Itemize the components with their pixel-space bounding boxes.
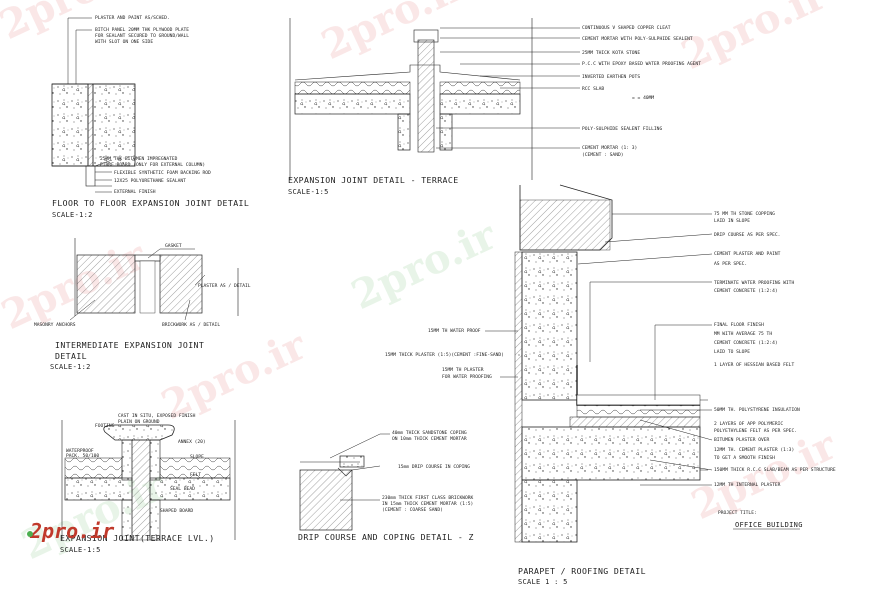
annotation: BITUMEN PLASTER OVER	[714, 437, 770, 443]
annotation: TO GET A SMOOTH FINISH	[714, 455, 775, 461]
annotation: RCC SLAB	[582, 86, 604, 92]
detail-scale: SCALE 1 : 5	[518, 578, 568, 586]
detail-title: INTERMEDIATE EXPANSION JOINT	[55, 340, 204, 350]
annotation: LAID IN SLOPE	[714, 218, 750, 224]
annotation: FOOTING	[95, 423, 115, 429]
annotation: 25MM THK BITUMEN IMPREGNATED	[100, 156, 178, 162]
terrace-lvl-joint-detail: CAST IN SITU, EXPOSED FINISH PLAIN ON GR…	[60, 413, 236, 554]
detail-title: EXPANSION JOINT(TERRACE LVL.)	[60, 533, 215, 543]
annotation: SLOPE	[190, 454, 204, 460]
watermark-text: 2pro.ir	[344, 211, 503, 319]
watermark-text: 2pro.ir	[154, 321, 313, 429]
annotation: 2 LAYERS OF APP POLYMERIC	[714, 421, 783, 427]
drip-course-detail: 40mm THICK SANDSTONE COPING ON 10mm THIC…	[298, 430, 474, 542]
site-logo: 2pro.ir	[27, 519, 114, 543]
annotation: PLASTER AS / DETAIL	[198, 283, 251, 289]
annotation: POLY-SULPHIDE SEALENT FILLING	[582, 126, 662, 132]
annotation: 40mm THICK SANDSTONE COPING	[392, 430, 467, 436]
annotation: 75 MM TH STONE COPPING	[714, 211, 775, 217]
annotation: FLEXIBLE SYNTHETIC FOAM BACKING ROD	[114, 170, 211, 176]
annotation: ANNEX (20)	[178, 439, 206, 445]
detail-scale: SCALE-1:5	[288, 188, 329, 196]
annotation: P.C.C WITH EPOXY BASED WATER PROOFING AG…	[582, 61, 701, 67]
parapet-detail: 75 MM TH STONE COPPING LAID IN SLOPE DRI…	[385, 184, 836, 586]
annotation: INVERTED EARTHEN POTS	[582, 74, 640, 80]
annotation: = = 40MM	[632, 95, 654, 101]
annotation: MASONRY ANCHORS	[34, 322, 76, 328]
annotation: FIBRE BOARD (ONLY FOR EXTERNAL COLUMN)	[100, 162, 205, 168]
annotation: 12MM TH. CEMENT PLASTER (1:3)	[714, 447, 794, 453]
annotation: PLASTER AND PAINT AS/SCHED.	[95, 15, 170, 21]
detail-scale: SCALE-1:2	[52, 211, 93, 219]
watermark-text: 2pro.ir	[674, 0, 833, 79]
annotation: 15MM TH PLASTER	[442, 367, 484, 373]
annotation: WATERPROOF	[66, 448, 94, 454]
annotation: CEMENT PLASTER AND PAINT	[714, 251, 781, 257]
annotation: FOR WATER PROOFING	[442, 374, 492, 380]
detail-title: PARAPET / ROOFING DETAIL	[518, 566, 646, 576]
annotation: IN 15mm THICK CEMENT MORTAR (1:5)	[382, 501, 473, 507]
floor-joint-detail: PLASTER AND PAINT AS/SCHED. BITCH PANEL …	[51, 15, 249, 219]
detail-title: DETAIL	[55, 351, 87, 361]
annotation: (CEMENT : COARSE SAND)	[382, 507, 443, 513]
annotation: FOR SEALANT SECURED TO GROUND/WALL	[95, 33, 189, 39]
annotation: 50MM TH. POLYSTYRENE INSULATION	[714, 407, 800, 413]
annotation: CEMENT MORTAR WITH POLY-SULPHIDE SEALENT	[582, 36, 693, 42]
annotation: BITCH PANEL 20MM THK PLYWOOD PLATE	[95, 27, 189, 33]
annotation: TERMINATE WATER PROOFING WITH	[714, 280, 794, 286]
watermark-text: 2pro.ir	[314, 0, 473, 69]
annotation: 25MM THICK KOTA STONE	[582, 50, 640, 56]
annotation: 150MM THICK R.C.C SLAB/BEAM AS PER STRUC…	[714, 467, 836, 473]
annotation: BRICKWORK AS / DETAIL	[162, 322, 220, 328]
detail-title: EXPANSION JOINT DETAIL - TERRACE	[288, 175, 459, 185]
annotation: FELT	[190, 472, 201, 478]
annotation: 15MM TH WATER PROOF	[428, 328, 481, 334]
annotation: AS PER SPEC.	[714, 261, 747, 267]
annotation: 15mm DRIP COURSE IN COPING	[398, 464, 470, 470]
annotation: FINAL FLOOR FINISH	[714, 322, 764, 328]
detail-scale: SCALE-1:2	[50, 363, 91, 371]
annotation: CONTINUOUS V SHAPED COPPER CLEAT	[582, 25, 671, 31]
intermediate-joint-detail: GASKET PLASTER AS / DETAIL MASONRY ANCHO…	[34, 238, 251, 371]
annotation: DRIP COURSE AS PER SPEC.	[714, 232, 780, 238]
annotation: POLYETHYLENE FELT AS PER SPEC.	[714, 428, 797, 434]
annotation: WITH SLOT ON ONE SIDE	[95, 39, 153, 45]
terrace-joint-detail: CONTINUOUS V SHAPED COPPER CLEAT CEMENT …	[288, 18, 701, 196]
annotation: (CEMENT : SAND)	[582, 152, 624, 158]
annotation: PACK. 50/100	[66, 453, 99, 459]
annotation: GASKET	[165, 243, 182, 249]
annotation: 1 LAYER OF HESSIAN BASED FELT	[714, 362, 794, 368]
detail-title: DRIP COURSE AND COPING DETAIL - Z	[298, 532, 474, 542]
detail-scale: SCALE-1:5	[60, 546, 101, 554]
logo-text: 2pro.ir	[29, 519, 114, 543]
annotation: 12MM TH INTERNAL PLASTER	[714, 482, 781, 488]
annotation: 15MM THICK PLASTER (1:5)(CEMENT :FINE-SA…	[385, 352, 504, 358]
annotation: MM WITH AVERAGE 75 TH	[714, 331, 772, 337]
annotation: CAST IN SITU, EXPOSED FINISH	[118, 413, 196, 419]
annotation: CEMENT MORTAR (1: 3)	[582, 145, 637, 151]
annotation: 230mm THICK FIRST CLASS BRICKWORK	[382, 495, 474, 501]
annotation: EXTERNAL FINISH	[114, 189, 156, 195]
annotation: 12X25 POLYURETHANE SEALANT	[114, 178, 186, 184]
annotation: SHAPED BOARD	[160, 508, 193, 514]
detail-title: FLOOR TO FLOOR EXPANSION JOINT DETAIL	[52, 198, 249, 208]
annotation: SEAL BEAD	[170, 486, 195, 492]
project-title: OFFICE BUILDING	[735, 521, 803, 529]
annotation: ON 10mm THICK CEMENT MORTAR	[392, 436, 467, 442]
annotation: LAID TO SLOPE	[714, 349, 750, 355]
annotation: CEMENT CONCRETE (1:2:4)	[714, 340, 778, 346]
annotation: CEMENT CONCRETE (1:2:4)	[714, 288, 778, 294]
project-title-label: PROJECT TITLE:	[718, 510, 757, 516]
annotation: PLAIN ON GROUND	[118, 419, 160, 425]
